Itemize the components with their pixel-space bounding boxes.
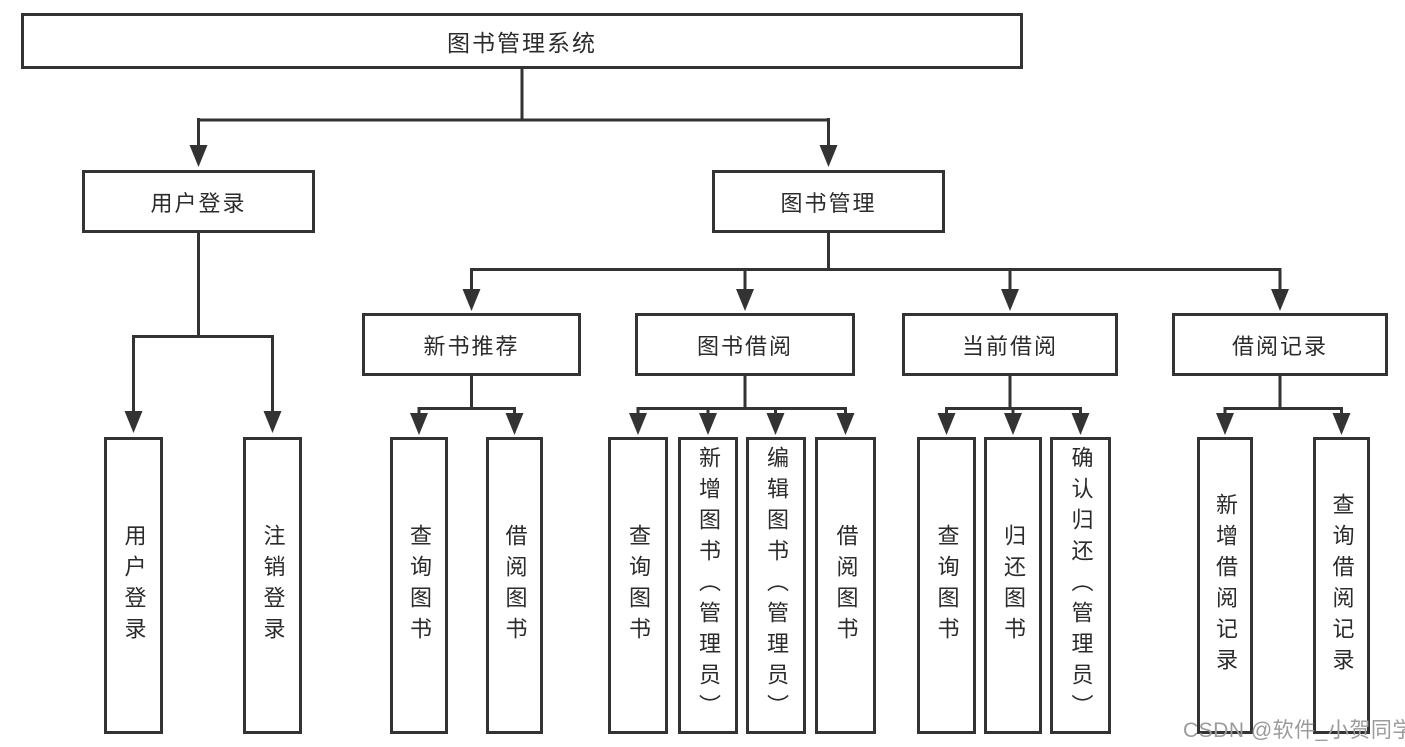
node-user-login: 用户登录 — [82, 170, 315, 233]
leaf-user-login: 用户登录 — [104, 437, 163, 734]
leaf-current-confirm-return-admin: 确认归还（管理员） — [1050, 437, 1111, 734]
leaf-records-query-record: 查询借阅记录 — [1313, 437, 1370, 734]
branch-root — [189, 69, 838, 167]
arrowhead — [1271, 289, 1289, 311]
leaf-label: 新增借阅记录 — [1213, 492, 1238, 679]
arrowhead — [1001, 289, 1019, 311]
branch-borrow-records — [1216, 376, 1351, 435]
leaf-label: 归还图书 — [1001, 523, 1026, 648]
arrowhead — [410, 413, 428, 435]
leaf-borrow-borrow-book: 借阅图书 — [815, 437, 876, 734]
node-borrow-records: 借阅记录 — [1172, 313, 1388, 376]
leaf-label: 注销登录 — [260, 523, 286, 648]
leaf-records-add-record: 新增借阅记录 — [1197, 437, 1253, 734]
arrowhead — [263, 411, 282, 433]
leaf-borrow-query-book: 查询图书 — [608, 437, 668, 734]
arrowhead — [505, 413, 524, 435]
leaf-label: 借阅图书 — [833, 523, 859, 648]
leaf-label: 查询图书 — [626, 523, 651, 648]
node-book-management: 图书管理 — [712, 170, 945, 233]
arrowhead — [124, 411, 143, 433]
branch-book-management — [462, 233, 1289, 311]
arrowhead — [189, 145, 208, 167]
leaf-logout: 注销登录 — [243, 437, 302, 734]
branch-current-borrow — [937, 376, 1090, 435]
branch-new-book-recommend — [410, 376, 524, 435]
arrowhead — [937, 413, 956, 435]
leaf-recommend-query-book: 查询图书 — [390, 437, 448, 734]
leaf-label: 用户登录 — [121, 523, 147, 648]
node-new-book-recommend: 新书推荐 — [362, 313, 581, 376]
leaf-borrow-edit-book-admin: 编辑图书（管理员） — [746, 437, 806, 734]
leaf-label: 查询图书 — [407, 523, 432, 648]
root-node-library-system: 图书管理系统 — [21, 13, 1023, 69]
arrowhead — [1332, 413, 1351, 435]
leaf-label: 借阅图书 — [502, 523, 528, 648]
arrowhead — [836, 413, 855, 435]
arrowhead — [1004, 413, 1022, 435]
leaf-label: 新增图书（管理员） — [696, 446, 721, 725]
leaf-current-query-book: 查询图书 — [917, 437, 976, 734]
arrowhead — [819, 145, 838, 167]
arrowhead — [699, 413, 717, 435]
arrowhead — [629, 413, 647, 435]
arrowhead — [462, 289, 481, 311]
arrowhead — [736, 289, 754, 311]
leaf-current-return-book: 归还图书 — [984, 437, 1042, 734]
leaf-label: 查询借阅记录 — [1329, 492, 1355, 679]
leaf-label: 编辑图书（管理员） — [764, 446, 789, 725]
leaf-label: 查询图书 — [934, 523, 960, 648]
branch-book-borrow — [629, 376, 855, 435]
arrowhead — [1071, 413, 1090, 435]
leaf-recommend-borrow-book: 借阅图书 — [486, 437, 543, 734]
branch-user-login — [124, 233, 282, 433]
leaf-borrow-add-book-admin: 新增图书（管理员） — [678, 437, 738, 734]
arrowhead — [1216, 413, 1234, 435]
csdn-watermark: CSDN @软件_小贺同学 — [1183, 719, 1405, 742]
node-book-borrow: 图书借阅 — [635, 313, 855, 376]
arrowhead — [766, 413, 785, 435]
leaf-label: 确认归还（管理员） — [1068, 446, 1094, 725]
node-current-borrow: 当前借阅 — [902, 313, 1118, 376]
